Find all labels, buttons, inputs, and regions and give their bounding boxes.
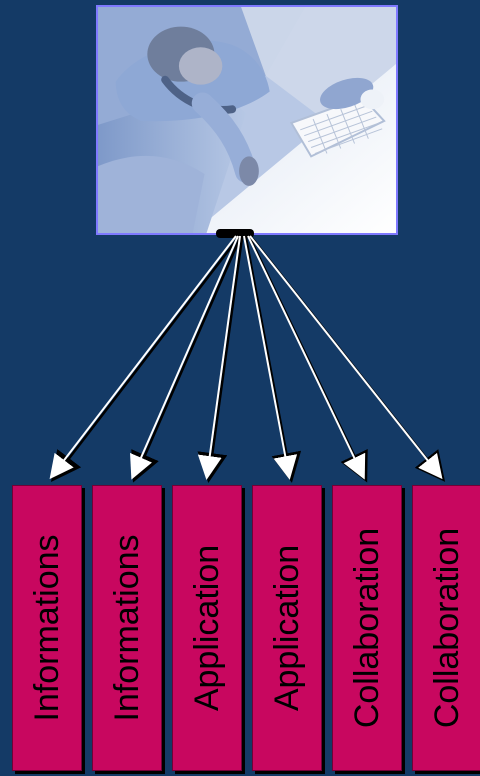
informations-label-2: Informations — [108, 534, 146, 722]
collaboration-label-1: Collaboration — [348, 527, 386, 729]
application-box-2: Application — [252, 485, 322, 771]
arrow-application-1 — [197, 235, 241, 480]
application-box-1: Application — [172, 485, 242, 771]
collaboration-box-1: Collaboration — [332, 485, 402, 771]
informations-box-2: Informations — [92, 485, 162, 771]
arrow-shadow-3 — [197, 237, 244, 483]
arrow-shadow-1 — [50, 237, 239, 482]
person-at-computer-photo — [96, 5, 398, 235]
collaboration-label-2: Collaboration — [428, 527, 466, 729]
informations-label-1: Informations — [28, 534, 66, 722]
informations-box-1: Informations — [12, 485, 82, 771]
application-label-1: Application — [188, 544, 226, 712]
arrow-shadow-4 — [244, 237, 302, 483]
collaboration-box-2: Collaboration — [412, 485, 480, 771]
arrow-shadow-2 — [131, 237, 242, 483]
arrow-collaboration-2 — [249, 235, 443, 480]
connection-hub — [216, 229, 254, 238]
arrow-collaboration-1 — [247, 235, 366, 480]
arrow-informations-2 — [130, 235, 239, 480]
arrow-application-2 — [243, 235, 298, 480]
application-label-2: Application — [268, 544, 306, 712]
arrow-informations-1 — [49, 235, 237, 480]
